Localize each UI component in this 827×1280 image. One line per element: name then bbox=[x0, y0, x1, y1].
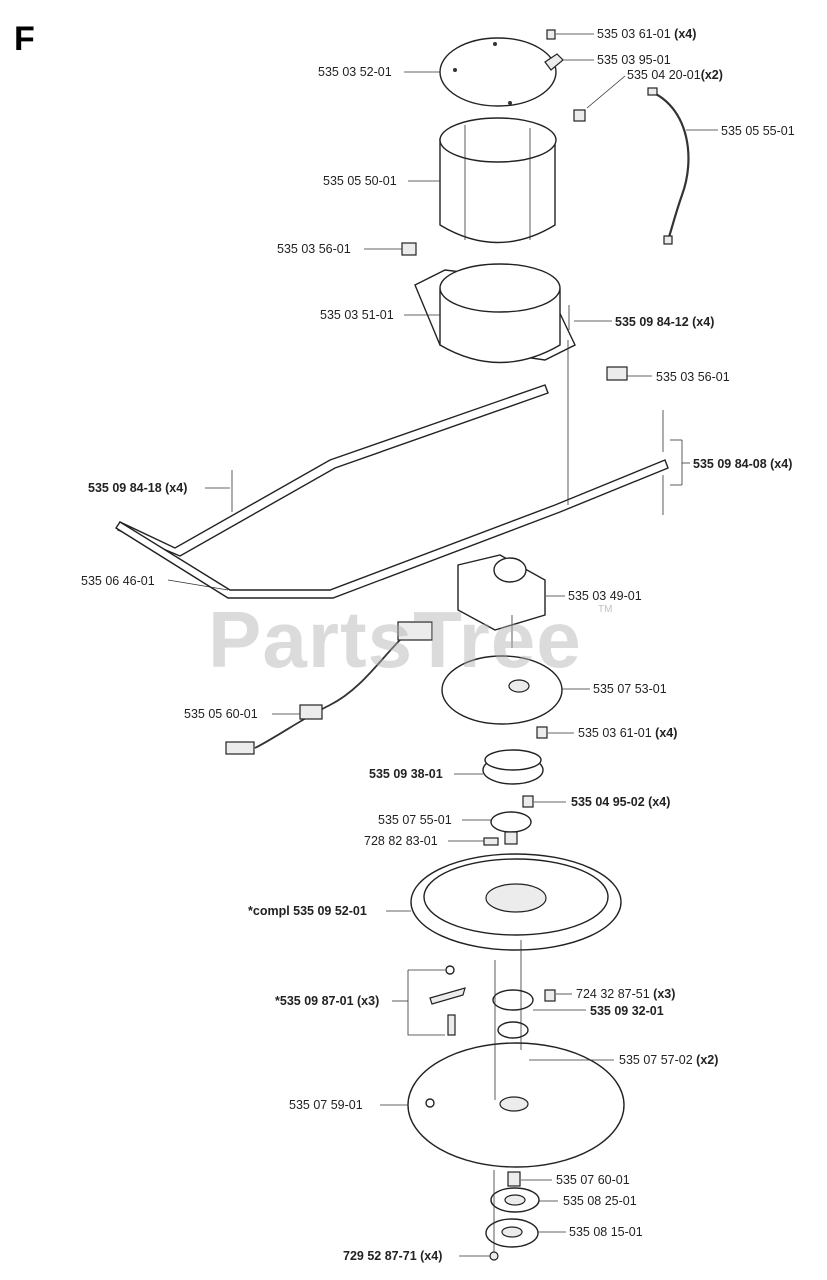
part-label: 535 03 52-01 bbox=[318, 65, 392, 79]
watermark: PartsTree bbox=[208, 595, 582, 684]
part-label: 535 03 95-01 bbox=[597, 53, 671, 67]
part-label: 535 05 55-01 bbox=[721, 124, 795, 138]
cap-part bbox=[485, 1218, 539, 1248]
part-label: 535 07 53-01 bbox=[593, 682, 667, 696]
screw-hub-part bbox=[522, 795, 534, 808]
part-label: 535 09 32-01 bbox=[590, 1004, 664, 1018]
screw-top-icon bbox=[546, 29, 556, 40]
washer-part bbox=[490, 1187, 540, 1213]
section-letter: F bbox=[14, 20, 35, 58]
part-label: 535 03 51-01 bbox=[320, 308, 394, 322]
bolt-bottom-part bbox=[507, 1171, 521, 1187]
screw-disc-part bbox=[544, 989, 556, 1002]
hub-part bbox=[482, 749, 544, 785]
screw-plate-part bbox=[536, 726, 548, 739]
bolt-left-part bbox=[401, 242, 417, 256]
cable-connector-top bbox=[647, 87, 658, 96]
bearing-upper-part bbox=[497, 1021, 529, 1039]
blade-assembly-part bbox=[407, 965, 466, 1036]
part-label: 535 04 95-02 (x4) bbox=[571, 795, 671, 809]
part-label: 535 07 60-01 bbox=[556, 1173, 630, 1187]
part-label: 535 05 50-01 bbox=[323, 174, 397, 188]
part-label: 728 82 83-01 bbox=[364, 834, 438, 848]
part-label: 535 03 61-01 (x4) bbox=[597, 27, 697, 41]
part-label: 724 32 87-51 (x3) bbox=[576, 987, 676, 1001]
bolt-right-part bbox=[606, 366, 628, 381]
cable-connector-bottom bbox=[663, 235, 673, 245]
nut-small-part bbox=[573, 109, 586, 122]
screw-bottom-part bbox=[489, 1251, 499, 1261]
part-label: 535 04 20-01(x2) bbox=[627, 68, 723, 82]
part-label: 535 09 38-01 bbox=[369, 767, 443, 781]
part-label: 535 07 57-02 (x2) bbox=[619, 1053, 719, 1067]
part-label: 535 09 84-18 (x4) bbox=[88, 481, 188, 495]
part-label: 535 09 84-08 (x4) bbox=[693, 457, 793, 471]
part-label: 535 07 55-01 bbox=[378, 813, 452, 827]
motor-part bbox=[457, 554, 546, 648]
part-label: 535 03 61-01 (x4) bbox=[578, 726, 678, 740]
watermark-trademark: TM bbox=[598, 604, 613, 615]
part-label: 535 03 49-01 bbox=[568, 589, 642, 603]
part-label: 535 08 25-01 bbox=[563, 1194, 637, 1208]
coupling-part bbox=[490, 811, 532, 845]
bearing-housing-part bbox=[492, 989, 534, 1011]
part-label: 535 08 15-01 bbox=[569, 1225, 643, 1239]
set-screw-part bbox=[483, 837, 499, 846]
part-label: 535 05 60-01 bbox=[184, 707, 258, 721]
part-label: 535 03 56-01 bbox=[277, 242, 351, 256]
skid-plate-part bbox=[407, 1042, 625, 1168]
leader-lines bbox=[167, 33, 718, 1257]
part-label: 535 06 46-01 bbox=[81, 574, 155, 588]
handle-bar-part bbox=[115, 384, 669, 599]
part-label: *535 09 87-01 (x3) bbox=[275, 994, 380, 1008]
cable-part bbox=[651, 91, 690, 241]
wire-harness-part bbox=[225, 621, 433, 755]
top-cover-part bbox=[439, 37, 557, 107]
motor-plate-part bbox=[441, 655, 563, 725]
upper-housing-part bbox=[439, 117, 557, 244]
blade-carrier-disc-part bbox=[410, 853, 622, 951]
part-label: 535 03 56-01 bbox=[656, 370, 730, 384]
part-label: 535 09 84-12 (x4) bbox=[615, 315, 715, 329]
part-label: 535 07 59-01 bbox=[289, 1098, 363, 1112]
lower-housing-part bbox=[414, 263, 576, 364]
part-label: 729 52 87-71 (x4) bbox=[343, 1249, 443, 1263]
part-label: *compl 535 09 52-01 bbox=[248, 904, 367, 918]
